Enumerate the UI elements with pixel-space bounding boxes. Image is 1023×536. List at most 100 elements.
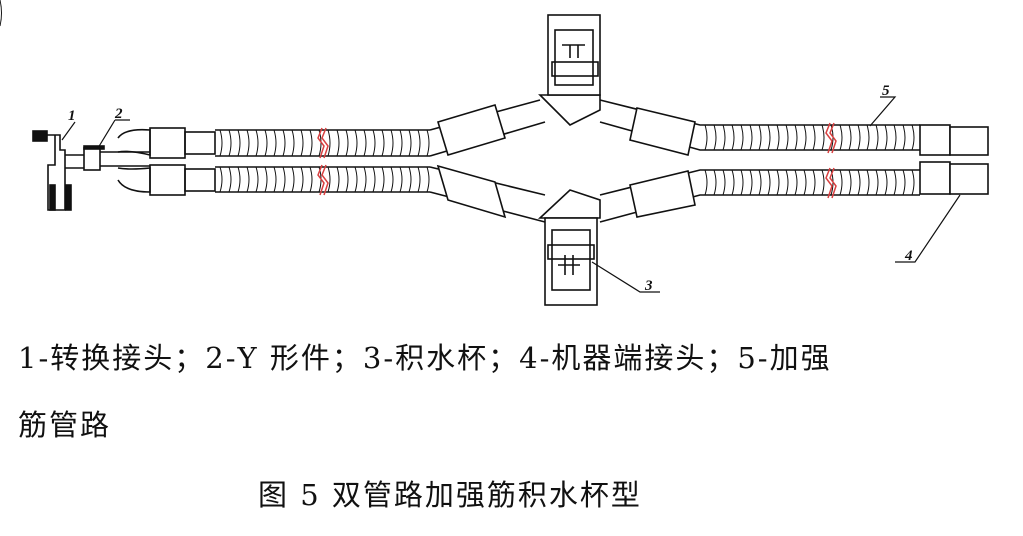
tube-rib bbox=[381, 166, 385, 193]
tube-rib bbox=[426, 129, 430, 157]
tube-rib bbox=[722, 169, 726, 196]
tube-rib bbox=[902, 124, 906, 151]
tube-rib bbox=[264, 166, 268, 193]
tube-rib bbox=[336, 129, 340, 157]
tube-rib bbox=[309, 166, 313, 193]
legend-line-1: 1-转换接头；2-Y 形件；3-积水杯；4-机器端接头；5-加强 bbox=[18, 341, 832, 375]
tube-rib bbox=[776, 169, 780, 196]
tube-rib bbox=[246, 166, 250, 193]
left-tube-connectors bbox=[149, 127, 216, 196]
tube-rib bbox=[417, 129, 421, 157]
tube-rib bbox=[291, 166, 295, 193]
tube-rib bbox=[219, 129, 223, 157]
tube-rib bbox=[803, 124, 807, 151]
tube-rib bbox=[273, 129, 277, 157]
tube-rib bbox=[327, 166, 331, 193]
tube-rib bbox=[381, 129, 385, 157]
tube-rib bbox=[264, 129, 268, 157]
tube-rib bbox=[300, 129, 304, 157]
tube-ribs bbox=[219, 124, 915, 196]
tube-rib bbox=[237, 166, 241, 193]
machine-end-connectors bbox=[919, 124, 989, 195]
tube-rib bbox=[291, 129, 295, 157]
tube-rib bbox=[821, 169, 825, 196]
tube-rib bbox=[893, 169, 897, 196]
tube-rib bbox=[228, 166, 232, 193]
tube-rib bbox=[399, 166, 403, 193]
tube-rib bbox=[282, 129, 286, 157]
tube-rib bbox=[749, 124, 753, 151]
tube-rib bbox=[857, 169, 861, 196]
tube-rib bbox=[246, 129, 250, 157]
tube-rib bbox=[372, 129, 376, 157]
tube-rib bbox=[237, 129, 241, 157]
tube-rib bbox=[228, 129, 232, 157]
tube-rib bbox=[300, 166, 304, 193]
tube-rib bbox=[408, 166, 412, 193]
tube-rib bbox=[794, 124, 798, 151]
tube-rib bbox=[884, 169, 888, 196]
tube-rib bbox=[839, 169, 843, 196]
tube-rib bbox=[884, 124, 888, 151]
tube-rib bbox=[354, 129, 358, 157]
tube-rib bbox=[758, 124, 762, 151]
tube-rib bbox=[273, 166, 277, 193]
tube-rib bbox=[354, 166, 358, 193]
tube-rib bbox=[794, 169, 798, 196]
tube-rib bbox=[309, 129, 313, 157]
tube-rib bbox=[911, 169, 915, 196]
tube-rib bbox=[740, 124, 744, 151]
tube-rib bbox=[399, 129, 403, 157]
tube-rib bbox=[875, 169, 879, 196]
tube-rib bbox=[803, 169, 807, 196]
tube-rib bbox=[390, 166, 394, 193]
tube-rib bbox=[408, 129, 412, 157]
tube-rib bbox=[776, 124, 780, 151]
tube-rib bbox=[902, 169, 906, 196]
tube-rib bbox=[812, 124, 816, 151]
tube-rib bbox=[704, 124, 708, 151]
tube-rib bbox=[758, 169, 762, 196]
tube-rib bbox=[390, 129, 394, 157]
label-2: 2 bbox=[114, 106, 123, 122]
bottom-water-trap bbox=[537, 189, 601, 306]
tube-rib bbox=[345, 129, 349, 157]
leader-lines bbox=[61, 96, 961, 293]
label-1: 1 bbox=[68, 108, 76, 124]
tube-rib bbox=[417, 166, 421, 193]
tube-rib bbox=[857, 124, 861, 151]
tube-rib bbox=[848, 169, 852, 196]
tube-rib bbox=[767, 169, 771, 196]
dual-tube-diagram: 1 2 3 4 5 bbox=[0, 0, 989, 306]
tube-rib bbox=[255, 166, 259, 193]
tube-rib bbox=[731, 124, 735, 151]
tube-rib bbox=[839, 124, 843, 151]
tube-rib bbox=[731, 169, 735, 196]
tube-rib bbox=[875, 124, 879, 151]
tube-rib bbox=[749, 169, 753, 196]
tube-rib bbox=[866, 169, 870, 196]
label-5: 5 bbox=[882, 83, 890, 99]
tube-rib bbox=[255, 129, 259, 157]
tube-rib bbox=[821, 124, 825, 151]
tube-rib bbox=[345, 166, 349, 193]
tube-rib bbox=[704, 169, 708, 196]
legend-line-2: 筋管路 bbox=[18, 408, 112, 442]
tube-rib bbox=[893, 124, 897, 151]
label-3: 3 bbox=[644, 278, 653, 294]
tube-rib bbox=[911, 124, 915, 151]
tube-rib bbox=[713, 124, 717, 151]
tube-rib bbox=[372, 166, 376, 193]
tube-rib bbox=[785, 124, 789, 151]
label-4: 4 bbox=[904, 248, 913, 264]
tube-rib bbox=[327, 129, 331, 157]
tube-rib bbox=[767, 124, 771, 151]
y-piece bbox=[83, 128, 151, 193]
tube-rib bbox=[713, 169, 717, 196]
figure-caption: 图 5 双管路加强筋积水杯型 bbox=[258, 478, 642, 512]
tube-rib bbox=[426, 166, 430, 193]
tube-rib bbox=[848, 124, 852, 151]
tube-rib bbox=[336, 166, 340, 193]
tube-rib bbox=[785, 169, 789, 196]
tube-rib bbox=[282, 166, 286, 193]
